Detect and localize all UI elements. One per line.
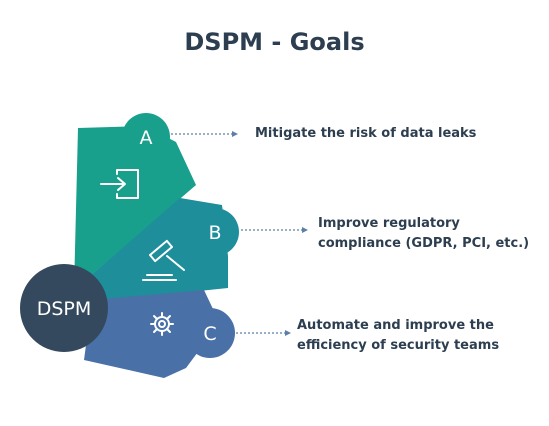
badge-c-letter: C bbox=[203, 323, 216, 345]
badge-c bbox=[185, 308, 235, 358]
goal-b-text: Improve regulatory compliance (GDPR, PCI… bbox=[318, 216, 530, 251]
segment-a bbox=[74, 126, 196, 290]
connectors bbox=[171, 133, 302, 334]
gear-icon bbox=[150, 312, 174, 336]
sign-in-arrow-icon bbox=[100, 169, 139, 199]
dspm-hub-label: DSPM bbox=[37, 298, 92, 320]
goal-a-text: Mitigate the risk of data leaks bbox=[255, 126, 477, 141]
badge-b-letter: B bbox=[208, 222, 221, 244]
page-title: DSPM - Goals bbox=[184, 28, 365, 56]
dspm-hub bbox=[20, 264, 108, 352]
connector-arrowheads bbox=[232, 131, 308, 336]
badge-a-letter: A bbox=[140, 127, 153, 149]
badge-a bbox=[122, 113, 170, 161]
segment-b bbox=[74, 198, 228, 302]
goal-c-text: Automate and improve the efficiency of s… bbox=[297, 318, 500, 353]
badge-b bbox=[191, 208, 239, 256]
segment-c bbox=[84, 290, 218, 378]
gavel-icon bbox=[142, 239, 185, 281]
